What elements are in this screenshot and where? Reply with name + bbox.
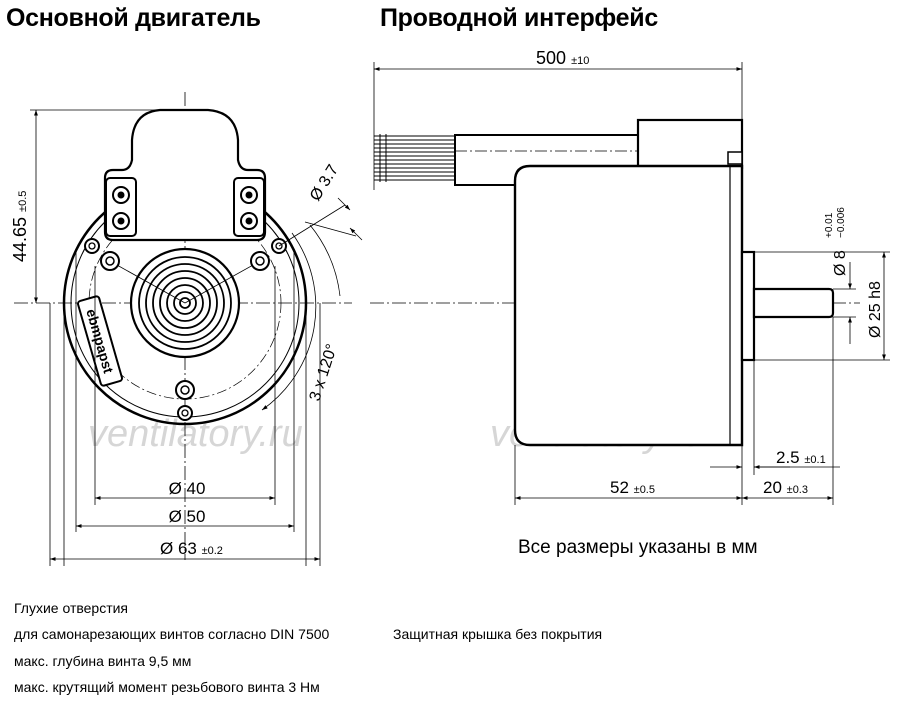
dim-body-length: 52 ±0.5 (610, 478, 655, 497)
front-view: ebmpapst Ø 3.7 3 x 120° 44.65 ±0.5 (10, 92, 363, 566)
mounting-holes-50 (84, 238, 287, 421)
heading-main-motor: Основной двигатель (6, 4, 261, 32)
motor-body (513, 164, 744, 447)
cable-wires (374, 134, 455, 182)
units-note: Все размеры указаны в мм (518, 537, 758, 558)
heading-wire-interface: Проводной интерфейс (380, 4, 658, 32)
note-line-1: Глухие отверстия (14, 600, 129, 616)
dim-shaft-tol-upper: +0.01 (824, 212, 835, 238)
connector-housing (103, 108, 267, 242)
dim-outer-dia: Ø 63 ±0.2 (160, 539, 223, 558)
dim-cable-length: 500 ±10 (536, 48, 589, 68)
note-line-2: для самонарезающих винтов согласно DIN 7… (14, 626, 330, 642)
dim-shaft-tol-lower: −0.006 (836, 207, 847, 238)
pilot-flange (740, 250, 756, 362)
brand-label: ebmpapst (77, 295, 123, 387)
dim-pcd-40: Ø 40 (169, 479, 206, 498)
shaft (752, 287, 835, 319)
dim-hole-pattern: 3 x 120° (307, 342, 341, 403)
watermark-left: ventilatory.ru (88, 413, 303, 455)
note-line-4: макс. крутящий момент резьбового винта 3… (14, 679, 320, 695)
dim-shaft-length: 20 ±0.3 (763, 478, 808, 497)
dim-height: 44.65 ±0.5 (10, 191, 30, 262)
cable-connector (636, 118, 744, 170)
dim-shaft-dia: Ø 8 (832, 250, 849, 276)
dim-pilot-dia: Ø 25 h8 (867, 281, 884, 338)
note-protective-cover: Защитная крышка без покрытия (393, 626, 603, 642)
dim-flange: 2.5 ±0.1 (776, 448, 826, 467)
note-line-3: макс. глубина винта 9,5 мм (14, 653, 192, 669)
dim-hole-dia: Ø 3.7 (307, 162, 342, 204)
dim-pcd-50: Ø 50 (169, 507, 206, 526)
mounting-holes-40 (100, 251, 270, 400)
side-view: 500 ±10 (370, 48, 890, 505)
